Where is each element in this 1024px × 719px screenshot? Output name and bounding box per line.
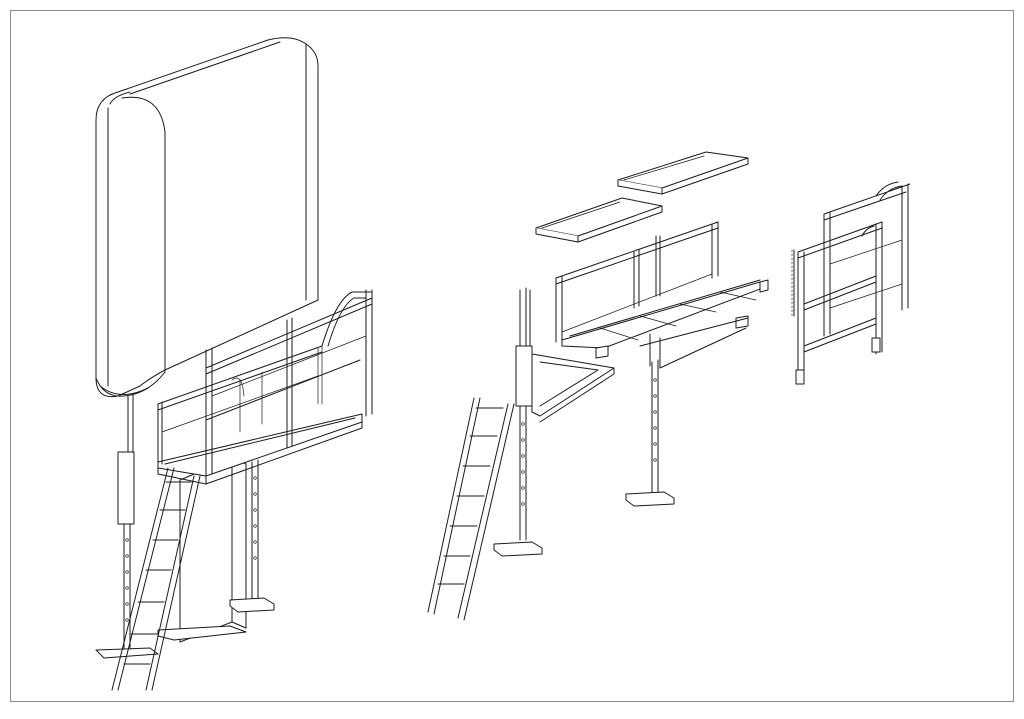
platform-deck [157,413,363,485]
exploded-railing [791,181,911,385]
drawing-frame [10,10,1014,702]
right-post [229,459,275,613]
platform-railing-section [555,221,719,343]
assembled-billboard [95,37,373,691]
rear-gate-frame [823,181,911,337]
detached-ladder [427,397,515,621]
front-gate-frame [791,221,883,385]
rear-support-column [625,359,675,507]
deck-panel-upper [617,151,749,195]
sign-panel [95,37,319,398]
left-post [95,451,159,659]
main-column [157,457,247,643]
cantilever-arm [531,353,615,423]
front-post [493,287,543,557]
platform-railing [157,289,373,477]
deck-panel-lower [535,197,663,243]
exploded-platform [427,151,769,621]
platform-frame [561,279,769,369]
assembled-ladder [111,467,201,691]
